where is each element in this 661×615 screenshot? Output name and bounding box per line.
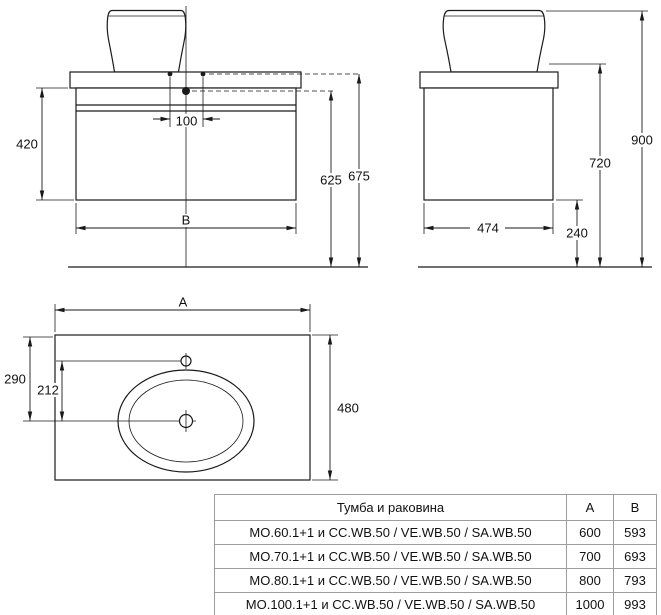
front-basin (106, 9, 187, 73)
front-view: 100 420 B 625 675 (13, 6, 374, 268)
table-row: MO.60.1+1 и CC.WB.50 / VE.WB.50 / SA.WB.… (214, 520, 657, 545)
technical-drawing: 100 420 B 625 675 474 (2, 6, 657, 481)
dim-label-edge-to-drain: 290 (4, 372, 26, 387)
side-basin (442, 9, 546, 73)
table-cell-b: 793 (613, 568, 657, 593)
table-cell-name: MO.80.1+1 и CC.WB.50 / VE.WB.50 / SA.WB.… (214, 568, 567, 593)
dim-label-height-720: 720 (589, 156, 611, 171)
plan-view: A 480 290 212 (2, 295, 363, 481)
table-cell-a: 600 (566, 520, 614, 545)
table-header-name: Тумба и раковина (214, 494, 567, 521)
table-row: MO.100.1+1 и CC.WB.50 / VE.WB.50 / SA.WB… (214, 592, 657, 615)
table-cell-name: MO.70.1+1 и CC.WB.50 / VE.WB.50 / SA.WB.… (214, 544, 567, 569)
dim-label-drain-height: 625 (320, 173, 342, 188)
side-view: 474 240 720 900 (418, 9, 657, 268)
table-row: MO.70.1+1 и CC.WB.50 / VE.WB.50 / SA.WB.… (214, 544, 657, 569)
side-cabinet (423, 87, 554, 201)
table-cell-b: 993 (613, 592, 657, 615)
table-header-row: Тумба и раковина A B (214, 494, 657, 521)
size-table: Тумба и раковина A B MO.60.1+1 и CC.WB.5… (214, 494, 657, 615)
table-cell-b: 593 (613, 520, 657, 545)
dim-label-width-a: A (179, 295, 188, 310)
table-cell-a: 700 (566, 544, 614, 569)
table-cell-b: 693 (613, 544, 657, 569)
table-cell-a: 800 (566, 568, 614, 593)
dim-label-plan-depth: 480 (337, 401, 359, 416)
dim-label-cabinet-height: 420 (16, 137, 38, 152)
dim-label-floor-clearance: 240 (566, 226, 588, 241)
faucet-hole-dot-right (200, 71, 206, 77)
dim-label-height-900: 900 (631, 133, 653, 148)
table-header-a: A (566, 494, 614, 521)
dim-label-width-b: B (182, 213, 191, 228)
dim-label-tap-to-drain: 212 (37, 383, 59, 398)
table-header-b: B (613, 494, 657, 521)
dim-label-depth: 474 (477, 221, 499, 236)
drain-point-dot (182, 87, 190, 95)
table-cell-a: 1000 (566, 592, 614, 615)
faucet-hole-dot-left (167, 71, 173, 77)
table-row: MO.80.1+1 и CC.WB.50 / VE.WB.50 / SA.WB.… (214, 568, 657, 593)
table-cell-name: MO.100.1+1 и CC.WB.50 / VE.WB.50 / SA.WB… (214, 592, 567, 615)
dim-label-countertop-height: 675 (348, 169, 370, 184)
dim-label-hole-spacing: 100 (176, 114, 198, 129)
table-cell-name: MO.60.1+1 и CC.WB.50 / VE.WB.50 / SA.WB.… (214, 520, 567, 545)
side-countertop (419, 71, 559, 89)
